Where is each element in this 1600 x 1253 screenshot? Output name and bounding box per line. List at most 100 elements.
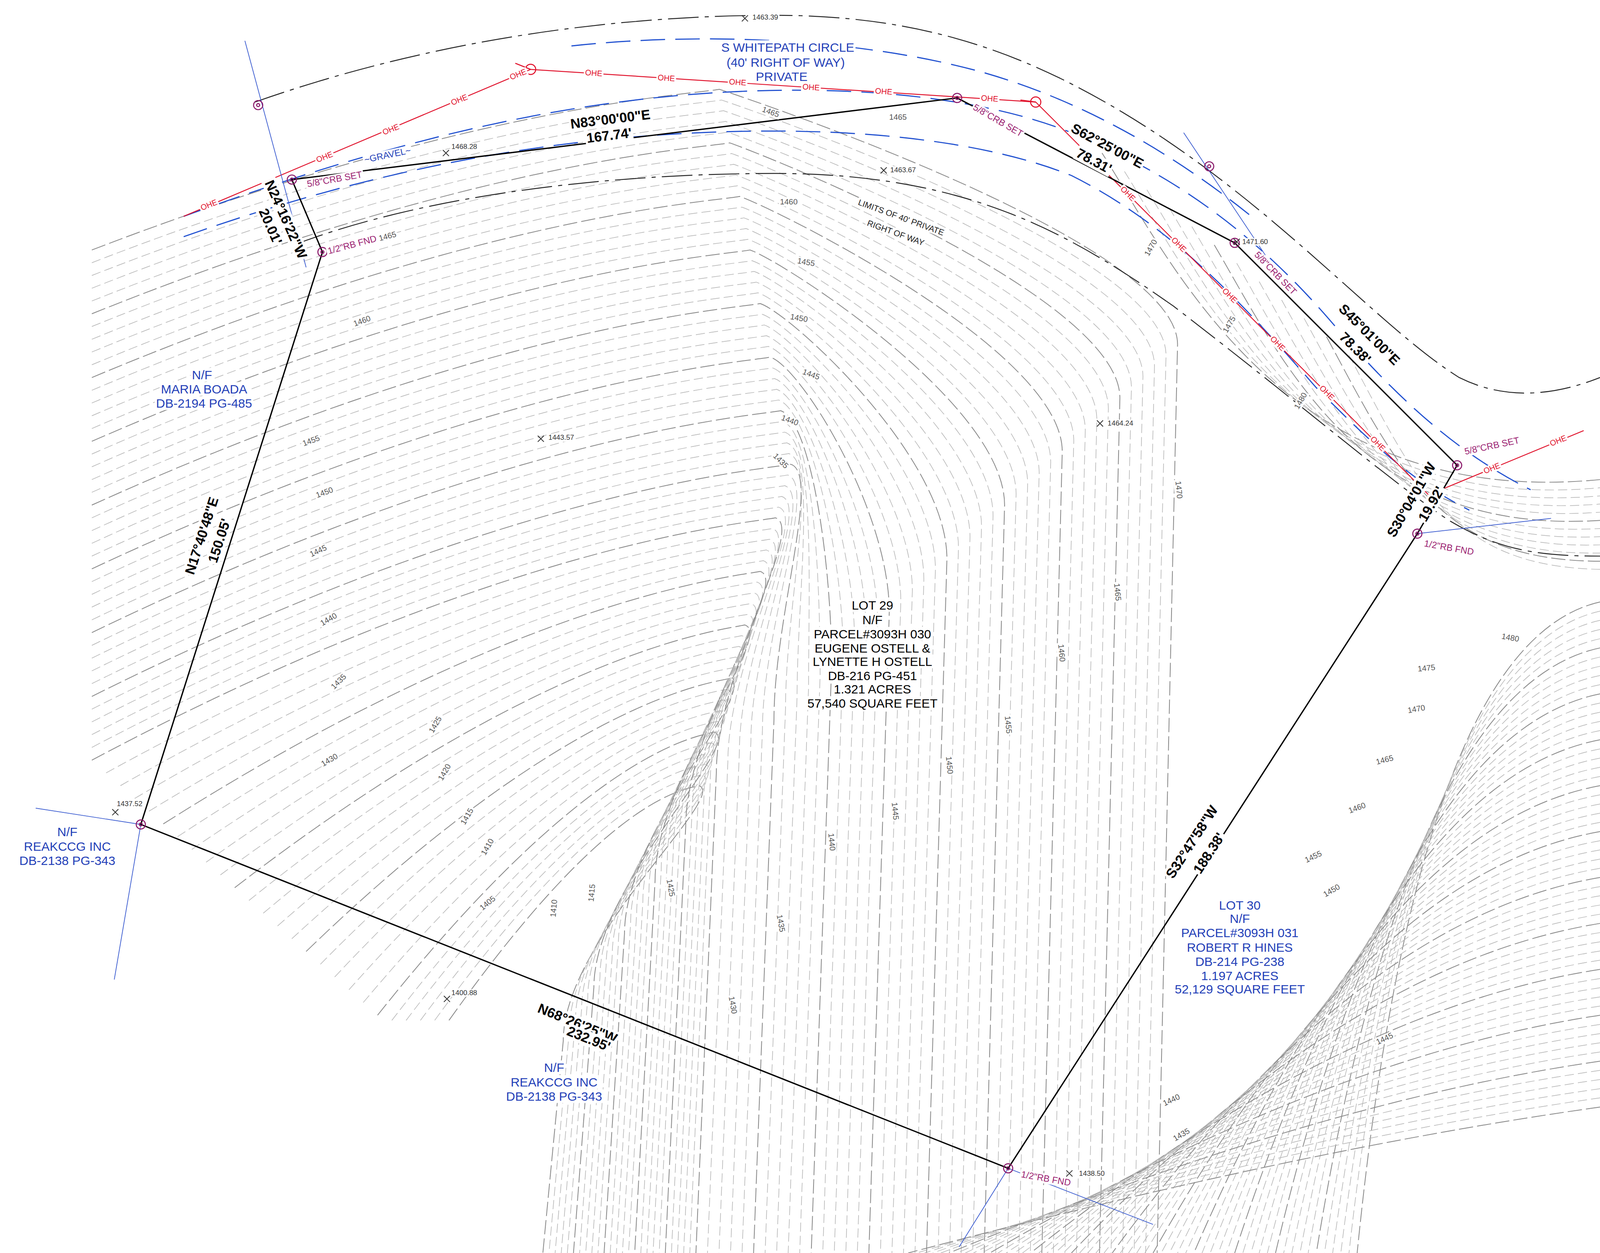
contour-label: 1460 [1055, 642, 1067, 664]
contour-line [1153, 831, 1600, 1253]
contour-label: 1465 [759, 104, 782, 120]
contour-line [1304, 318, 1600, 554]
contour-line [1259, 281, 1600, 537]
contour-line [1014, 987, 1600, 1253]
contour-label: 1450 [788, 312, 810, 325]
contour-label: 1440 [778, 413, 802, 429]
owner-label: N/F [1228, 911, 1251, 926]
contour-line [91, 303, 948, 1253]
contour-line [91, 260, 993, 1253]
contour-label: 1440 [1160, 1091, 1183, 1109]
contour-label: 1475 [1220, 313, 1239, 336]
contour-line [1191, 226, 1600, 514]
contour-line [220, 614, 754, 1253]
contour-line [420, 764, 710, 1253]
contour-line [908, 1106, 1600, 1253]
lot-label: N/F [861, 612, 884, 627]
contour-line [91, 335, 913, 1253]
contour-line [1169, 208, 1600, 506]
overhead-electric-line [183, 69, 1584, 495]
contour-line [91, 228, 1028, 1253]
utility-label: OHE [380, 121, 402, 138]
monument-symbols [136, 93, 1462, 1173]
utility-label: OHE [448, 92, 471, 108]
contour-label: 1405 [477, 893, 499, 913]
contour-label: 1470 [1142, 236, 1160, 259]
contour-line [91, 282, 971, 1253]
lot-label: 1.321 ACRES [832, 681, 913, 696]
owner-label: 1.197 ACRES [1199, 968, 1280, 983]
contour-line [1332, 629, 1600, 1253]
contour-label: 1445 [307, 542, 330, 560]
contour-label: 1440 [317, 610, 340, 628]
contour-line [916, 1097, 1600, 1253]
owner-label: LOT 30 [1217, 898, 1263, 913]
contour-line [981, 1024, 1600, 1253]
utility-label: OHE [801, 82, 822, 93]
lot-label: LOT 29 [850, 598, 895, 613]
contour-label: 1435 [1170, 1126, 1193, 1144]
contour-label: 1430 [726, 994, 739, 1016]
utility-label: OHE [727, 77, 749, 88]
contour-line [1348, 355, 1600, 570]
spot-elevation: 1437.52 [115, 800, 144, 809]
contour-label: 1460 [778, 197, 799, 207]
lot-label: EUGENE OSTELL & [813, 641, 932, 656]
contour-label: 1445 [889, 800, 900, 822]
contour-label: 1410 [549, 897, 560, 919]
contour-line [1226, 748, 1600, 1253]
contour-label: 1455 [1302, 849, 1325, 866]
contour-line [1185, 794, 1600, 1253]
contour-label: 1445 [1373, 1030, 1396, 1047]
contour-label: 1410 [478, 836, 497, 858]
owner-label: REAKCCG INC [22, 839, 112, 853]
contour-label: 1465 [1373, 753, 1396, 768]
extension-lines [35, 40, 1552, 1248]
owner-label: DB-2194 PG-485 [154, 396, 254, 411]
right-of-way-line [254, 15, 1600, 394]
contour-line [1087, 904, 1600, 1253]
contour-line [1022, 978, 1600, 1253]
contour-line [1283, 684, 1600, 1253]
contour-line [91, 346, 901, 1253]
contour-line [177, 582, 763, 1253]
gravel-edge [571, 38, 1256, 220]
contour-line [1128, 859, 1600, 1253]
contour-line [91, 142, 1120, 1253]
contour-line [148, 560, 769, 1253]
contour-label: 1460 [1346, 800, 1369, 816]
contour-label: 1420 [435, 761, 454, 784]
contour-line [91, 432, 809, 1253]
monument-label: 1/2"RB FND [1019, 1169, 1074, 1189]
contour-label: 1455 [795, 256, 817, 269]
contour-line [91, 421, 821, 1253]
gravel-edge [183, 90, 1531, 490]
contour-line [1144, 840, 1600, 1253]
contour-line [120, 539, 776, 1253]
contour-line [1259, 712, 1600, 1253]
contour-line [91, 196, 1063, 1253]
contour-line [105, 528, 779, 1253]
contour-line [957, 1051, 1600, 1253]
contour-line [334, 700, 728, 1253]
lot-label: DB-216 PG-451 [826, 668, 918, 683]
contour-line [91, 517, 782, 1253]
road-name: S WHITEPATH CIRCLE [720, 40, 856, 54]
contour-line [91, 185, 1074, 1253]
monument-label: 5/8"CRB SET [1251, 249, 1300, 298]
contour-label: 1435 [328, 671, 350, 692]
contour-line [1234, 739, 1600, 1253]
contour-line [1161, 822, 1600, 1253]
spot-elevation: 1471.60 [1241, 237, 1270, 246]
lot-label: 57,540 SQUARE FEET [806, 696, 939, 711]
contour-line [1291, 675, 1600, 1253]
contour-line [91, 400, 844, 1253]
utility-label: OHE [1267, 333, 1288, 354]
monument-label: 5/8"CRB SET [1462, 434, 1522, 457]
contour-label: 1480 [1292, 390, 1310, 412]
contour-line [1103, 886, 1600, 1253]
utility-poles [515, 63, 1041, 108]
contour-line [1055, 941, 1600, 1253]
contour-line [206, 603, 757, 1253]
